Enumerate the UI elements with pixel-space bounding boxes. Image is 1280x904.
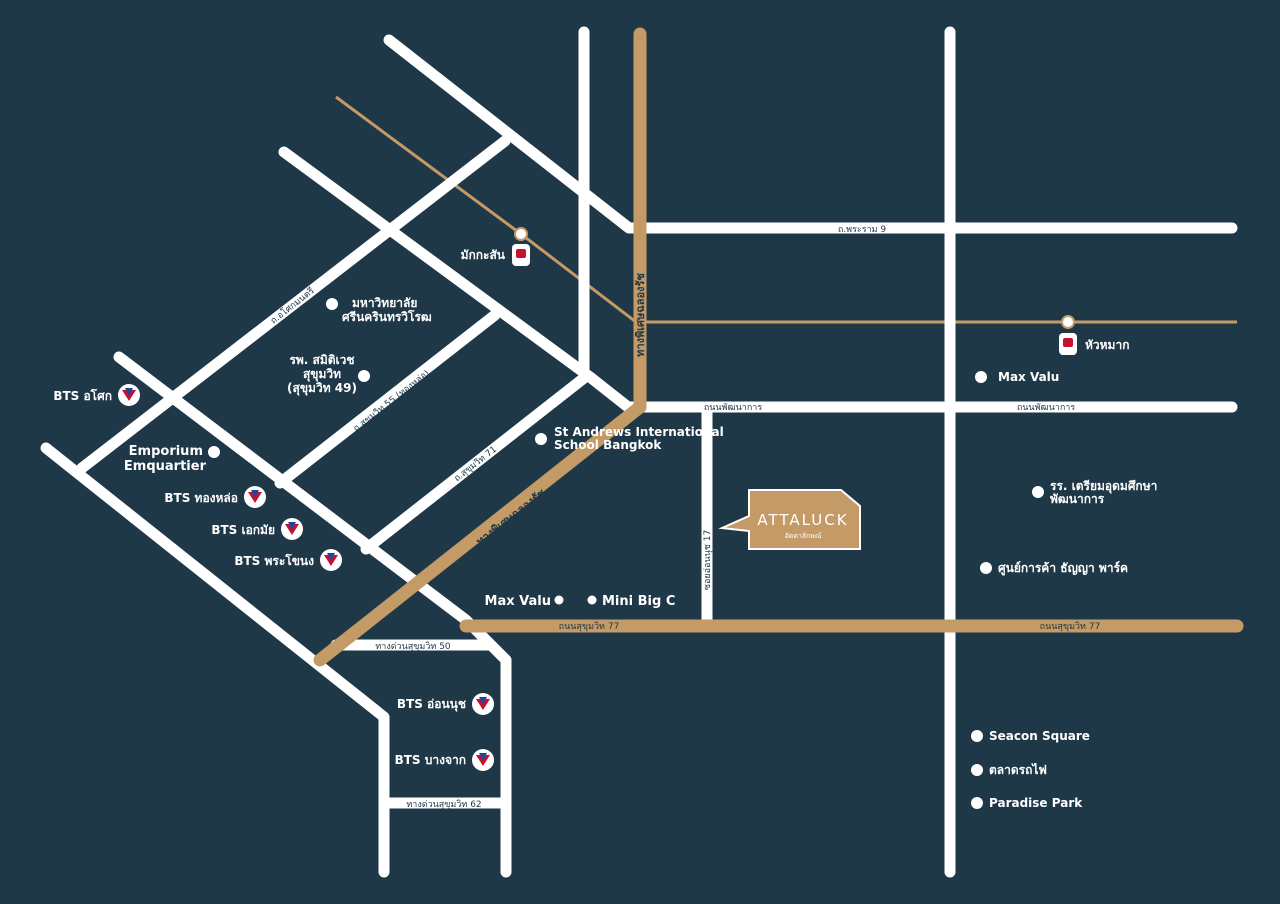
label-samitivej-line3: (สุขุมวิท 49) <box>287 381 357 396</box>
bts-icon-blue <box>479 697 487 705</box>
poi-dot <box>554 595 564 605</box>
label-bts-thonglo: BTS ทองหล่อ <box>164 491 238 505</box>
poi-swu: มหาวิทยาลัย ศรีนครินทรวิโรฒ <box>326 296 432 324</box>
asok-montri-road <box>76 135 511 474</box>
label-swu-line2: ศรีนครินทรวิโรฒ <box>342 309 432 324</box>
phatthanakan-road <box>278 146 1238 413</box>
bts-on-nut: BTS อ่อนนุช <box>397 693 494 715</box>
bts-icon-blue <box>251 490 259 498</box>
rama4-road <box>40 442 390 878</box>
bts-icon-blue <box>288 522 296 530</box>
poi-mini-big-c: Mini Big C <box>587 594 675 609</box>
label-expressway-vertical: ทางพิเศษฉลองรัช <box>634 273 647 357</box>
label-expressway50: ทางด่วนสุขุมวิท 50 <box>375 641 451 652</box>
station-makkasan: มักกะสัน <box>461 227 530 266</box>
poi-dot <box>971 764 983 776</box>
poi-thanya-park: ศูนย์การค้า ธัญญา พาร์ค <box>980 561 1128 576</box>
poi-max-valu-east: Max Valu <box>975 370 1059 384</box>
label-triam-line2: พัฒนาการ <box>1050 492 1105 506</box>
poi-samitivej: รพ. สมิติเวช สุขุมวิท (สุขุมวิท 49) <box>287 353 370 396</box>
label-samitivej-line1: รพ. สมิติเวช <box>289 353 354 367</box>
label-max-valu-east: Max Valu <box>998 370 1059 384</box>
label-bts-phra-khanong: BTS พระโขนง <box>234 553 314 568</box>
bts-phra-khanong: BTS พระโขนง <box>234 549 342 571</box>
poi-seacon-square: Seacon Square <box>971 729 1090 743</box>
sukhumvit55-road <box>274 309 501 489</box>
poi-emporium: Emporium Emquartier <box>124 444 220 474</box>
project-name: ATTALUCK <box>757 511 848 529</box>
label-st-andrews-line2: School Bangkok <box>554 438 662 452</box>
label-sukhumvit77-east: ถนนสุขุมวิท 77 <box>1040 621 1101 632</box>
label-max-valu-west: Max Valu <box>485 594 551 609</box>
label-mini-big-c: Mini Big C <box>602 594 675 609</box>
label-triam-line1: รร. เตรียมอุดมศึกษา <box>1050 479 1157 494</box>
bts-icon-blue <box>327 553 335 561</box>
label-emquartier: Emquartier <box>124 459 207 474</box>
label-thanya-park: ศูนย์การค้า ธัญญา พาร์ค <box>998 561 1128 576</box>
project-subtitle: อัตตาลักษณ์ <box>785 532 822 540</box>
bts-ekkamai: BTS เอกมัย <box>211 518 303 540</box>
rama9-road <box>383 34 1238 234</box>
station-hua-mak: หัวหมาก <box>1059 315 1129 355</box>
label-paradise-park: Paradise Park <box>989 796 1083 810</box>
label-bts-bang-chak: BTS บางจาก <box>395 753 466 767</box>
poi-dot <box>1032 486 1044 498</box>
label-bts-on-nut: BTS อ่อนนุช <box>397 697 466 712</box>
label-phatthanakan-east: ถนนพัฒนาการ <box>1017 403 1076 413</box>
label-seacon-square: Seacon Square <box>989 729 1090 743</box>
bts-bang-chak: BTS บางจาก <box>395 749 494 771</box>
label-soi-onnut17: ซอยอ่อนนุช 17 <box>703 530 713 590</box>
main-roads <box>313 27 1244 667</box>
project-marker: ATTALUCK อัตตาลักษณ์ <box>718 489 861 550</box>
poi-max-valu-west: Max Valu <box>485 594 564 609</box>
poi-dot <box>971 730 983 742</box>
train-icon-body <box>516 249 526 258</box>
poi-dot <box>208 446 220 458</box>
label-expressway62: ทางด่วนสุขุมวิท 62 <box>406 799 481 810</box>
bts-asok: BTS อโศก <box>53 384 140 406</box>
poi-dot <box>971 797 983 809</box>
station-dot <box>514 227 528 241</box>
label-emporium: Emporium <box>129 444 203 459</box>
label-rama9: ถ.พระราม 9 <box>838 225 887 235</box>
sukhumvit71-road <box>360 372 590 555</box>
poi-paradise-park: Paradise Park <box>971 796 1083 810</box>
project-callout <box>718 489 861 550</box>
poi-dot <box>535 433 547 445</box>
train-icon-body <box>1063 338 1073 347</box>
label-hua-mak: หัวหมาก <box>1085 338 1129 352</box>
bts-icon-blue <box>479 753 487 761</box>
bts-icon-blue <box>125 388 133 396</box>
white-roads <box>40 26 1238 878</box>
poi-triam: รร. เตรียมอุดมศึกษา พัฒนาการ <box>1032 479 1157 506</box>
label-phatthanakan-west: ถนนพัฒนาการ <box>704 403 763 413</box>
bts-thonglo: BTS ทองหล่อ <box>164 486 266 508</box>
poi-dot <box>587 595 597 605</box>
label-swu-line1: มหาวิทยาลัย <box>352 296 417 310</box>
poi-dot <box>975 371 987 383</box>
chalong-rat-expressway <box>313 27 647 667</box>
label-samitivej-line2: สุขุมวิท <box>303 367 341 382</box>
station-dot <box>1061 315 1075 329</box>
label-bts-ekkamai: BTS เอกมัย <box>211 523 275 537</box>
label-bts-asok: BTS อโศก <box>53 388 112 403</box>
label-st-andrews-line1: St Andrews International <box>554 425 724 439</box>
poi-dot <box>358 370 370 382</box>
poi-rot-fai-market: ตลาดรถไฟ <box>971 762 1047 777</box>
poi-dot <box>326 298 338 310</box>
poi-dot <box>980 562 992 574</box>
label-rot-fai-market: ตลาดรถไฟ <box>989 762 1047 777</box>
poi-st-andrews: St Andrews International School Bangkok <box>535 425 724 452</box>
label-sukhumvit77-west: ถนนสุขุมวิท 77 <box>559 621 620 632</box>
label-makkasan: มักกะสัน <box>461 248 506 262</box>
